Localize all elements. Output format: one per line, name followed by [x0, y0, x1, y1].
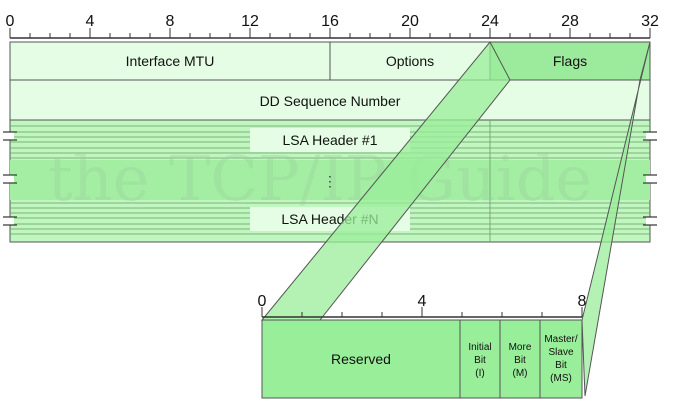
tick-label-32: 32	[641, 13, 659, 30]
zoom-projection-right	[581, 41, 651, 397]
initial-bit-line3: (I)	[475, 368, 484, 379]
master-slave-line3: Bit	[555, 360, 567, 371]
dd-sequence-number-label: DD Sequence Number	[260, 93, 401, 109]
options-field	[329, 41, 491, 81]
more-bit-line2: Bit	[514, 355, 526, 366]
tick-label-4: 4	[86, 13, 95, 30]
detail-tick-label-8: 8	[578, 293, 587, 310]
top-ruler: 0 4 8 12 16 20 24 28 32	[6, 13, 659, 39]
tick-label-12: 12	[241, 13, 259, 30]
interface-mtu-label: Interface MTU	[126, 53, 215, 69]
initial-bit-line2: Bit	[474, 355, 486, 366]
break-gap	[6, 175, 14, 183]
break-gap	[6, 217, 14, 225]
more-bit-line3: (M)	[513, 368, 528, 379]
reserved-label: Reserved	[331, 351, 391, 367]
tick-label-0: 0	[6, 13, 15, 30]
break-gap	[6, 132, 14, 140]
master-slave-line2: Slave	[548, 347, 573, 358]
break-gap	[646, 132, 654, 140]
interface-mtu-field	[9, 41, 331, 81]
more-bit-line1: More	[509, 342, 532, 353]
tick-label-24: 24	[481, 13, 499, 30]
initial-bit-field	[459, 319, 501, 399]
detail-tick-label-0: 0	[258, 293, 267, 310]
tick-label-16: 16	[321, 13, 339, 30]
tick-label-8: 8	[166, 13, 175, 30]
flags-label: Flags	[553, 53, 587, 69]
tick-label-28: 28	[561, 13, 579, 30]
master-slave-line1: Master/	[544, 334, 578, 345]
break-gap	[646, 175, 654, 183]
initial-bit-line1: Initial	[468, 342, 491, 353]
dd-sequence-number-field	[9, 79, 651, 121]
options-label: Options	[386, 53, 434, 69]
watermark: the TCP/IP Guide	[48, 142, 592, 215]
master-slave-bit-field	[539, 319, 583, 399]
lsa-middle-band	[10, 160, 650, 200]
more-bit-field	[499, 319, 541, 399]
master-slave-line4: (MS)	[550, 373, 572, 384]
flags-detail: 0 4 8 Reserved Initial Bit (I) More Bit …	[258, 293, 587, 399]
break-gap	[646, 217, 654, 225]
tick-label-20: 20	[401, 13, 419, 30]
break-marks	[3, 131, 657, 226]
lsa-header-1-box	[250, 128, 410, 152]
detail-tick-label-4: 4	[418, 293, 427, 310]
ellipsis-label: ⋮	[323, 173, 337, 189]
lsa-header-1-label: LSA Header #1	[283, 132, 378, 148]
packet-body: Interface MTU Options Flags DD Sequence …	[3, 41, 657, 243]
